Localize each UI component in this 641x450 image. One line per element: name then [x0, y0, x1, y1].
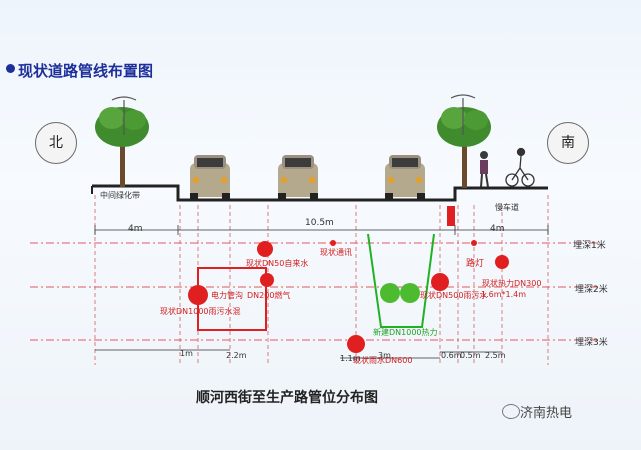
- wechat-icon: [502, 404, 520, 419]
- cyclist-icon: [505, 147, 535, 187]
- dim-3m: 3m: [378, 351, 391, 360]
- depth-label-3m: 埋深3米: [575, 338, 608, 348]
- pipe-sewage-dn1000: [188, 285, 208, 305]
- car-icon-3: [385, 155, 425, 201]
- north-marker: 北: [35, 122, 77, 164]
- dim-1-1m: 1.1m: [340, 354, 361, 363]
- pipe-heat-dn1000-b: [400, 283, 420, 303]
- pipe-water-dn50: [257, 241, 273, 257]
- watermark-text: 济南热电: [520, 406, 573, 421]
- label-rain-dn600: 现状雨水DN600: [353, 356, 413, 365]
- label-water-dn50: 现状DN50自来水: [246, 259, 309, 268]
- label-telecom: 现状通讯: [320, 248, 352, 257]
- dim-right-width: 4m: [490, 224, 505, 234]
- pipe-rain-dn600: [347, 335, 365, 353]
- label-gas-dn200: DN200燃气: [247, 291, 291, 300]
- dim-carriageway-width: 10.5m: [305, 218, 334, 228]
- curb-marker: [447, 206, 455, 226]
- page-title: 现状道路管线布置图: [18, 62, 154, 80]
- heat-trench-outline: [367, 233, 435, 328]
- title-bullet: [6, 64, 15, 73]
- depth-label-1m: 埋深1米: [573, 241, 606, 251]
- diagram-caption: 顺河西街至生产路管位分布图: [196, 390, 378, 406]
- pipe-heat-dn300: [495, 255, 509, 269]
- pedestrian-icon: [480, 151, 489, 188]
- dim-left-width: 4m: [128, 224, 143, 234]
- street-lamp-icon-right: [450, 94, 476, 135]
- dimension-lines: [94, 225, 549, 359]
- label-heat-trench: 1.6m*1.4m: [481, 290, 527, 299]
- bike-lane-label: 慢车道: [495, 203, 519, 212]
- pipe-telecom: [330, 240, 336, 246]
- car-icon-1: [190, 155, 230, 201]
- label-heat-dn300: 现状热力DN300: [482, 279, 542, 288]
- label-rain-dn500: 现状DN500雨污水: [420, 291, 488, 300]
- dim-2-2m: 2.2m: [226, 351, 247, 360]
- dim-1m: 1m: [180, 349, 193, 358]
- dim-0-6m: 0.6m: [441, 351, 462, 360]
- pipe-rain-dn500: [431, 273, 449, 291]
- depth-label-2m: 埋深2米: [575, 285, 608, 295]
- tree-icon-right: [437, 107, 491, 188]
- road-surface: [92, 184, 548, 202]
- label-street-light: 路灯: [466, 259, 485, 269]
- pipe-heat-dn1000-a: [380, 283, 400, 303]
- dim-0-5m: 0.5m: [460, 351, 481, 360]
- street-lamp-icon-left: [111, 96, 137, 135]
- label-sewage-dn1000: 现状DN1000雨污水混: [160, 307, 241, 316]
- median-label: 中间绿化带: [100, 191, 140, 200]
- label-power-pipe: 电力管沟: [211, 291, 243, 300]
- dim-2-5m: 2.5m: [485, 351, 506, 360]
- pipe-street-light: [471, 240, 477, 246]
- label-heat-dn1000: 新建DN1000热力: [373, 328, 438, 337]
- car-icon-2: [278, 155, 318, 201]
- south-marker: 南: [547, 122, 589, 164]
- pipe-gas-dn200: [260, 273, 274, 287]
- tree-icon-left: [95, 107, 149, 187]
